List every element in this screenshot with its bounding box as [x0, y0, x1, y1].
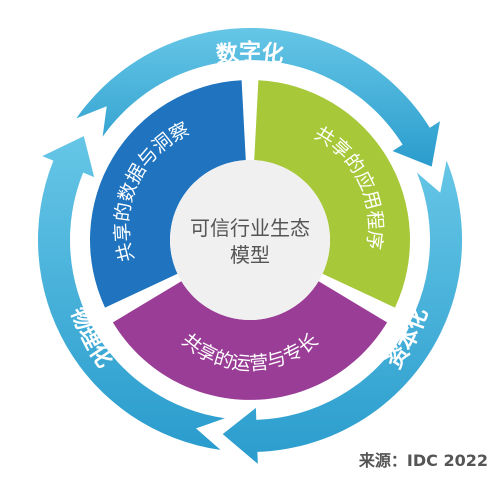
ring-arrow-1 — [76, 27, 441, 167]
source-note: 来源：IDC 2022 — [358, 451, 488, 470]
segment-operations — [112, 281, 388, 400]
ring-arrow-2 — [222, 160, 463, 464]
center-circle — [170, 160, 330, 320]
center-title-line1: 可信行业生态 — [190, 216, 310, 240]
ring-arrow-3 — [37, 136, 225, 450]
outer-ring — [37, 27, 463, 464]
center-title-line2: 模型 — [230, 243, 270, 267]
segment-data-insight — [90, 80, 246, 308]
segment-applications — [254, 80, 410, 308]
inner-segments — [90, 80, 410, 400]
ring-label-top: 数字化 — [215, 40, 285, 69]
